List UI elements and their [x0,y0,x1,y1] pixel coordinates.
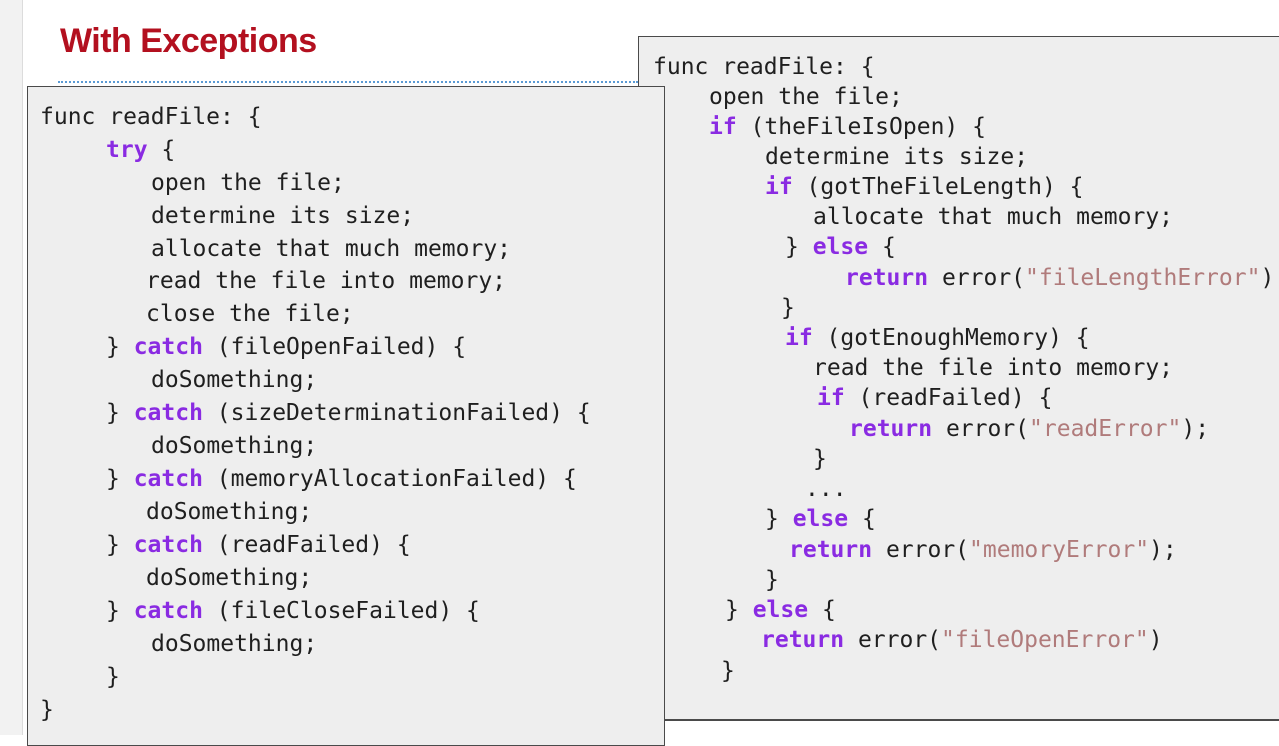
code-line: allocate that much memory; [813,204,1174,230]
code-line: } [813,446,827,472]
code-line: allocate that much memory; [151,236,512,262]
code-line: } catch (fileOpenFailed) { [106,334,467,360]
code-line: read the file into memory; [146,268,507,294]
code-line: return error("readError"); [849,416,1210,442]
slide-title: With Exceptions [60,22,317,60]
code-line: } [781,295,795,321]
code-line: } else { [725,597,836,623]
slide-left-edge [0,0,23,735]
code-line: } catch (fileCloseFailed) { [106,598,480,624]
code-line: open the file; [151,170,345,196]
bottom-border [665,720,1279,736]
code-line: determine its size; [765,144,1029,170]
code-line: } catch (memoryAllocationFailed) { [106,466,577,492]
code-line: return error("fileLengthError") [845,265,1275,291]
code-line: doSomething; [146,565,313,591]
code-line: } [40,697,54,723]
code-line: determine its size; [151,203,415,229]
code-line: } else { [785,234,896,260]
title-dotted-rule [58,81,638,83]
code-line: doSomething; [151,631,318,657]
code-line: if (gotEnoughMemory) { [785,325,1090,351]
code-line: } else { [765,506,876,532]
code-line: } [106,664,120,690]
code-line: return error("fileOpenError") [761,627,1163,653]
code-line: return error("memoryError"); [789,537,1177,563]
code-line: try { [106,137,176,163]
code-line: close the file; [146,301,354,327]
code-line: doSomething; [151,367,318,393]
code-line: doSomething; [151,433,318,459]
code-line: } [721,658,735,684]
code-line: if (theFileIsOpen) { [709,114,986,140]
exceptions-code-box: func readFile: { try { open the file; de… [27,86,665,746]
code-line: open the file; [709,84,903,110]
code-line: func readFile: { [653,54,875,80]
code-line: } catch (sizeDeterminationFailed) { [106,400,591,426]
if-else-code-box: func readFile: { open the file; if (theF… [638,36,1279,720]
code-line: read the file into memory; [813,355,1174,381]
code-line: doSomething; [146,499,313,525]
code-line: ... [805,476,847,502]
code-line: } catch (readFailed) { [106,532,411,558]
code-line: func readFile: { [40,104,262,130]
code-line: if (readFailed) { [817,385,1053,411]
code-line: } [765,567,779,593]
code-line: if (gotTheFileLength) { [765,174,1084,200]
